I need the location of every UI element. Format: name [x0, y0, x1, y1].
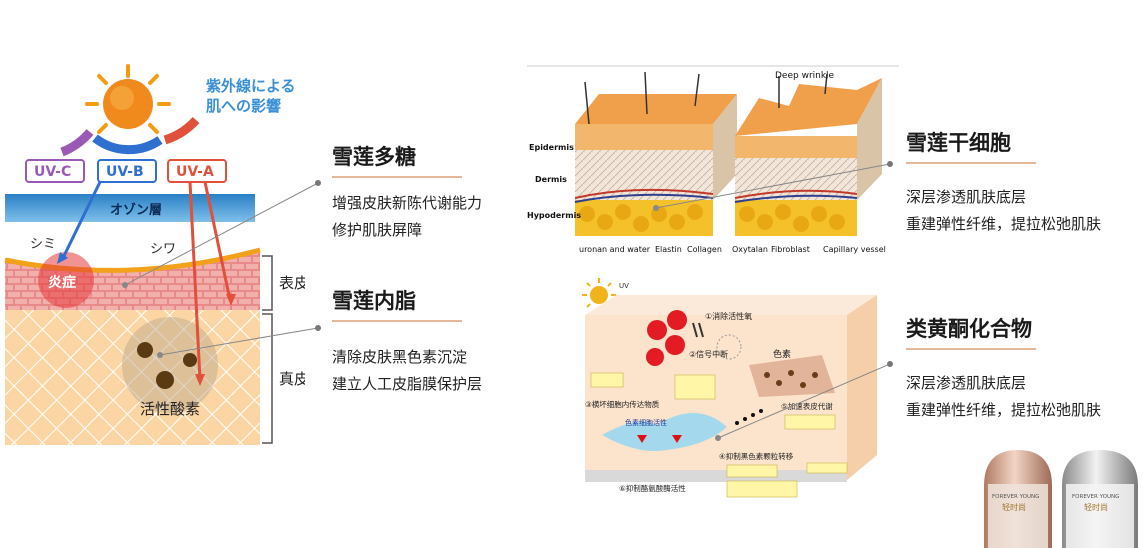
product-brand: FOREVER YOUNG [992, 494, 1039, 500]
divider [332, 176, 462, 178]
feature-title: 雪莲内脂 [332, 289, 416, 313]
uv-b-label: UV-B [106, 164, 144, 180]
divider [332, 320, 462, 322]
feature-title: 雪莲多糖 [332, 145, 416, 169]
feature-line: 深层渗透肌肤底层 [906, 374, 1027, 392]
divider [906, 348, 1036, 350]
leader-lines-left [122, 182, 319, 358]
divider [906, 162, 1036, 164]
feature-desc: 深层渗透肌肤底层 重建弹性纤维，提拉松弛肌肤 [906, 370, 1101, 424]
dermis-label: 真皮 [279, 370, 305, 388]
dermis-layer [5, 310, 260, 445]
step3-label: ③横坏细胞内传达物质 [585, 399, 660, 409]
feature-line: 清除皮肤黑色素沉淀 [332, 348, 468, 366]
feature-line: 重建弹性纤维，提拉松弛肌肤 [906, 401, 1102, 419]
skin-label: uronan and water [579, 245, 651, 254]
feature-title: 雪莲干细胞 [906, 131, 1011, 155]
feature-line: 重建弹性纤维，提拉松弛肌肤 [906, 215, 1102, 233]
leader-dot [315, 180, 321, 186]
product-brand: FOREVER YOUNG [1072, 494, 1119, 500]
step1-label: ①消除活性氧 [705, 311, 752, 321]
feature-line: 增强皮肤新陈代谢能力 [332, 194, 483, 212]
melanocyte-label: 色素细胞活性 [625, 418, 667, 427]
skin-structure-diagram: Deep wrinkle Epidermis Dermis Hypodermis… [527, 65, 899, 254]
product-cn-name: 轻时尚 [1084, 502, 1108, 512]
step6-label: ⑥抑制酪氨酸酶活性 [619, 483, 686, 493]
uv-skin-diagram: 紫外線による 肌への影響 UV-C UV-B UV-A オゾン層 シミ シワ 炎… [4, 64, 305, 445]
leader-lines-right [653, 163, 891, 441]
uv-title-line2: 肌への影響 [206, 97, 281, 115]
product-jars: FOREVER YOUNG 轻时尚 FOREVER YOUNG 轻时尚 [984, 450, 1138, 548]
ozone-label: オゾン層 [110, 202, 162, 218]
deep-wrinkle-label: Deep wrinkle [775, 71, 835, 81]
feature-desc: 清除皮肤黑色素沉淀 建立人工皮脂膜保护层 [332, 344, 482, 398]
skin-label: Fibroblast [771, 245, 810, 254]
uv-title-line1: 紫外線による [206, 77, 296, 95]
uv-a-label: UV-A [176, 164, 214, 180]
feature-desc: 深层渗透肌肤底层 重建弹性纤维，提拉松弛肌肤 [906, 184, 1101, 238]
step2-label: ②信号中断 [689, 349, 728, 359]
feature-line: 建立人工皮脂膜保护层 [332, 375, 483, 393]
product-jar-silver: FOREVER YOUNG 轻时尚 [1062, 450, 1138, 548]
active-oxygen-label: 活性酸素 [140, 400, 200, 418]
uv-small-label: UV [619, 282, 629, 290]
dermis-en-label: Dermis [535, 175, 567, 184]
leader-dot [887, 361, 893, 367]
step5-label: ⑤加速表皮代谢 [781, 401, 833, 411]
skin-label: Capillary vessel [823, 245, 886, 254]
feature-line: 深层渗透肌肤底层 [906, 188, 1027, 206]
step4-label: ④抑制黑色素颗粒转移 [719, 451, 794, 461]
product-cn-name: 轻时尚 [1002, 502, 1026, 512]
sun-icon [85, 64, 171, 134]
feature-desc: 增强皮肤新陈代谢能力 修护肌肤屏障 [332, 190, 482, 244]
inflammation-label: 炎症 [48, 274, 76, 291]
feature-line: 修护肌肤屏障 [332, 221, 423, 239]
melanin-mechanism-diagram: UV ①消除活性氧 ②信号中断 色素 ③横坏细胞内传达物质 ⑤加速表皮代谢 色素… [582, 278, 877, 498]
uv-c-label: UV-C [34, 164, 71, 180]
leader-dot [887, 161, 893, 167]
leader-dot [315, 325, 321, 331]
shiwa-label: シワ [150, 242, 176, 257]
hypodermis-en-label: Hypodermis [527, 211, 581, 220]
epidermis-label: 表皮 [279, 274, 305, 292]
pigment-label: 色素 [773, 348, 791, 360]
skin-label: Collagen [687, 245, 722, 254]
shimi-label: シミ [30, 237, 56, 252]
skin-label: Oxytalan [732, 245, 768, 254]
feature-title: 类黄酮化合物 [906, 317, 1032, 341]
epidermis-en-label: Epidermis [529, 143, 574, 152]
product-jar-rose: FOREVER YOUNG 轻时尚 [984, 450, 1052, 548]
skin-label: Elastin [655, 245, 682, 254]
